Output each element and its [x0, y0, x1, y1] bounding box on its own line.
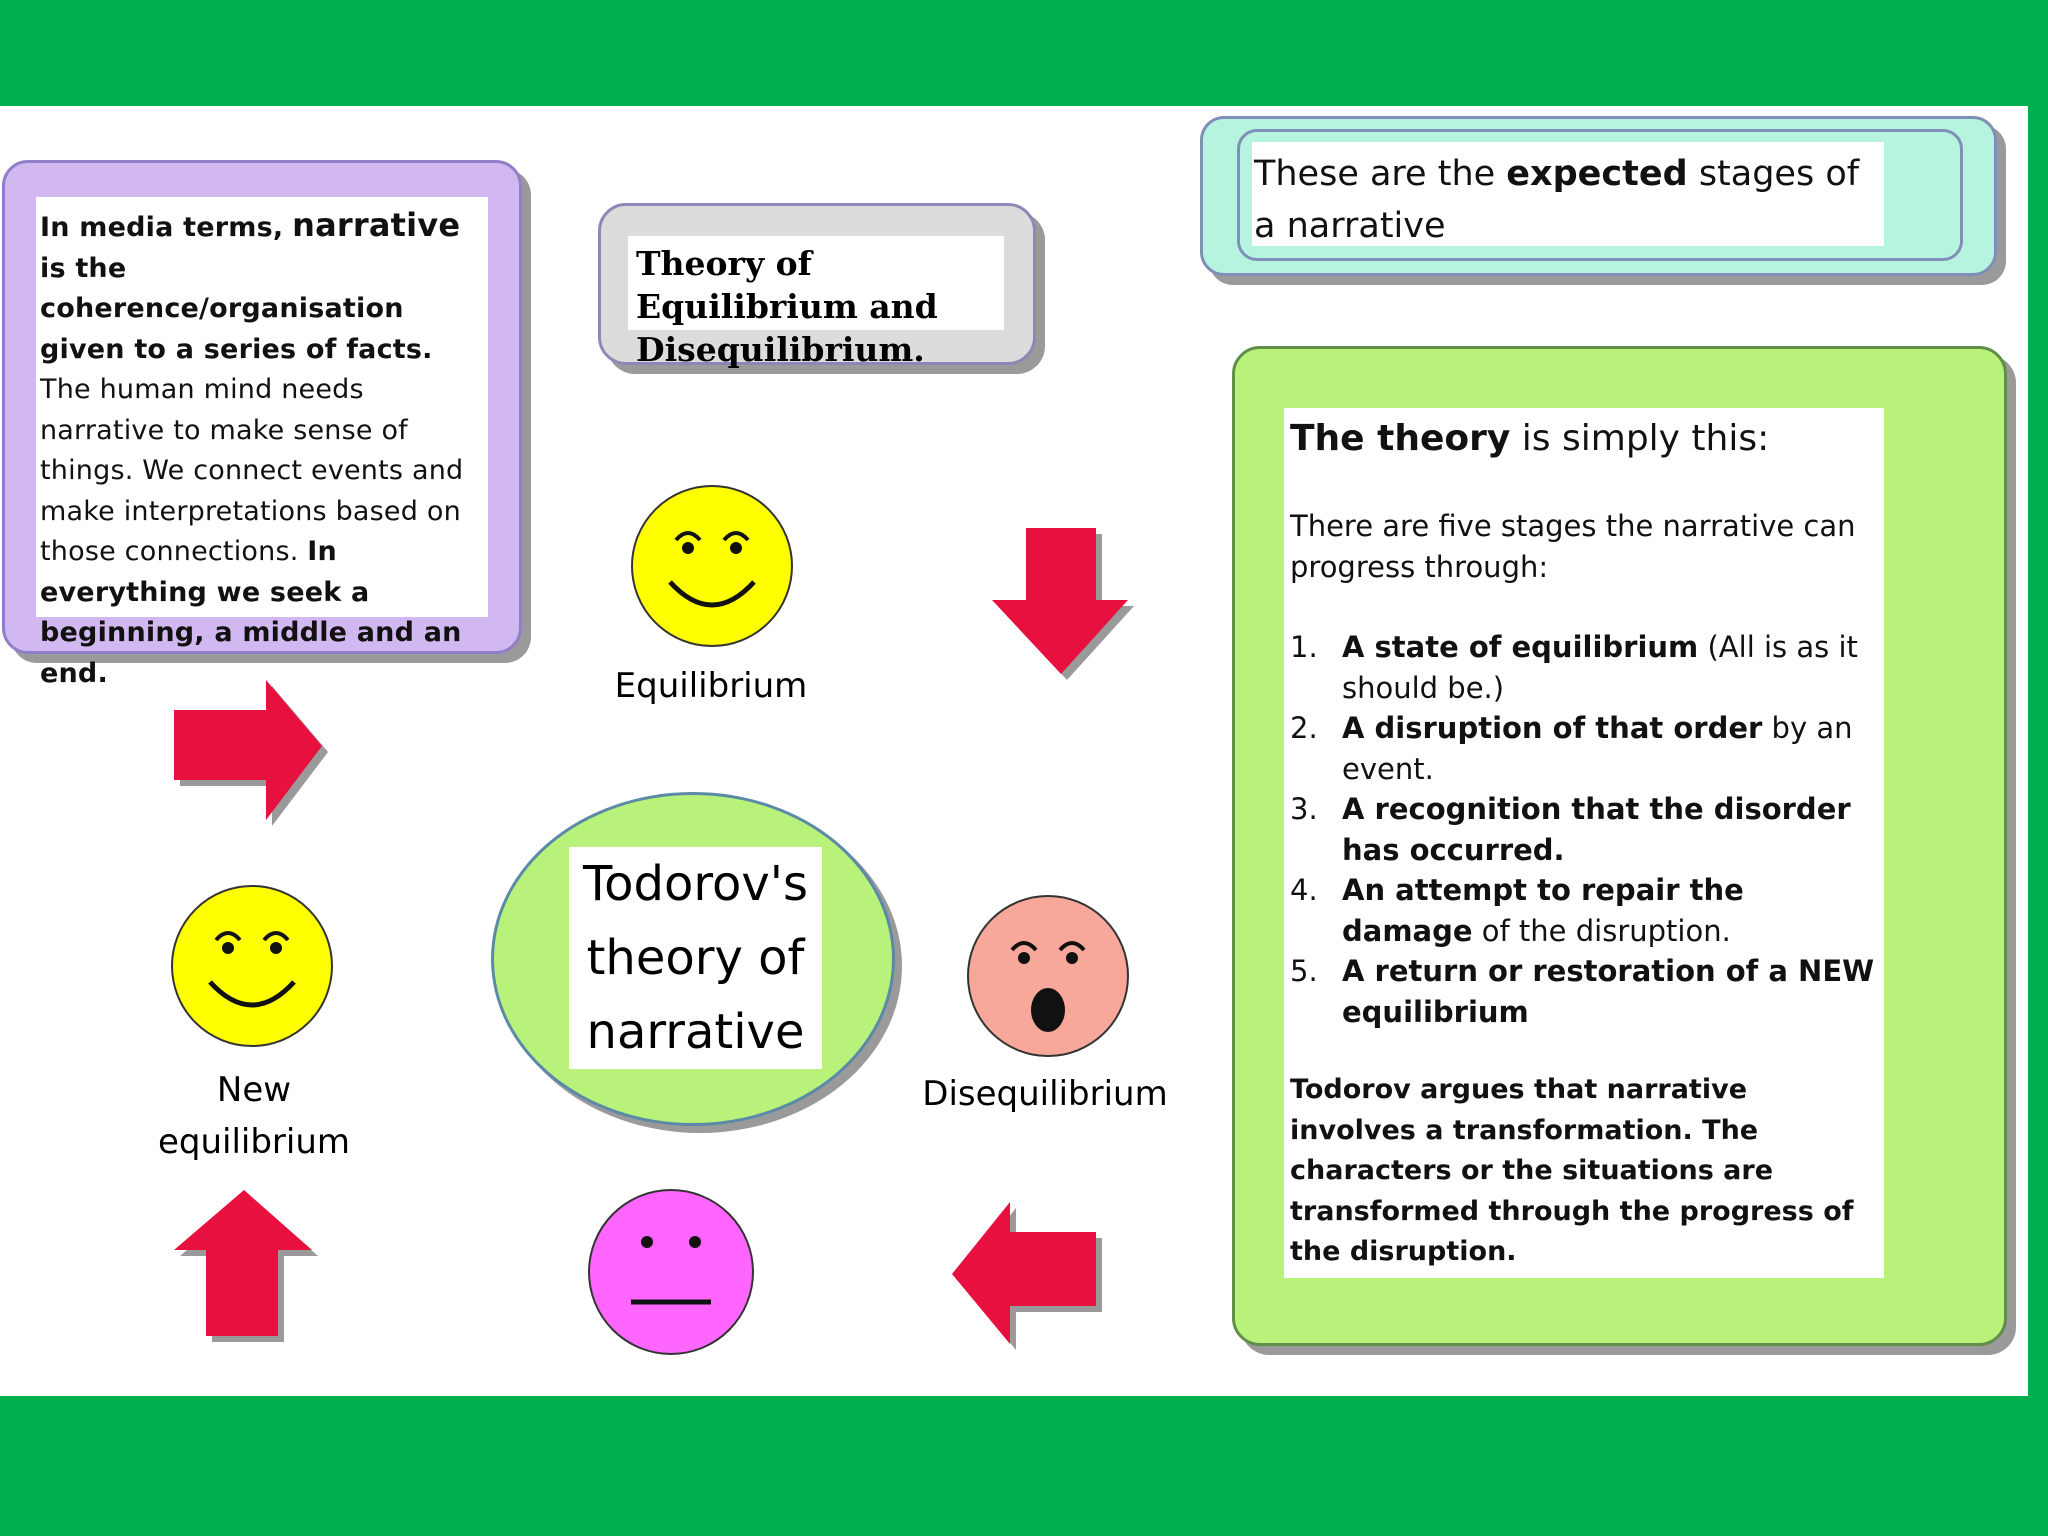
- theory-intro: There are five stages the narrative can …: [1290, 509, 1856, 584]
- expected-pre: These are the: [1254, 154, 1496, 194]
- theory-heading-bold: The theory: [1290, 418, 1511, 459]
- shocked-face-icon: [967, 895, 1129, 1057]
- expected-post: stages of a narrative: [1254, 154, 1860, 246]
- stage-item: 1. A state of equilibrium (All is as it s…: [1290, 627, 1878, 708]
- stage-rest: of the disruption.: [1481, 913, 1731, 948]
- stage-bold: A state of equilibrium: [1342, 630, 1699, 664]
- stage-bold: A recognition that the disorder has occu…: [1342, 792, 1851, 867]
- theory-explanation-box: The theory is simply this: There are fiv…: [1232, 346, 2007, 1346]
- stages-list: 1. A state of equilibrium (All is as it s…: [1290, 627, 1878, 1032]
- todorov-argument: Todorov argues that narrative involves a…: [1290, 1074, 1854, 1267]
- narrative-definition-box: In media terms, narrative is the coheren…: [2, 160, 522, 689]
- expected-stages-box: These are the expected stages of a narra…: [1200, 116, 1997, 276]
- happy-face-icon: [631, 485, 793, 647]
- definition-lead: In media terms,: [40, 212, 284, 243]
- center-title: Todorov's theory of narrative: [569, 847, 822, 1069]
- stage-bold: An attempt to repair the damage: [1342, 873, 1744, 948]
- new-equilibrium-label: New equilibrium: [157, 1070, 351, 1162]
- definition-body: is the coherence/organisation given to a…: [40, 252, 433, 365]
- stage-item: 4. An attempt to repair the damage of the…: [1290, 870, 1878, 951]
- arrow-up-icon: [174, 1190, 318, 1342]
- stage-rest: (All is as it should be.): [1342, 630, 1858, 705]
- disequilibrium-label: Disequilibrium: [922, 1074, 1168, 1114]
- narrative-definition-text: In media terms, narrative is the coheren…: [36, 197, 488, 689]
- theory-title-box: Theory of Equilibrium and Disequilibrium…: [598, 203, 1036, 369]
- stage-bold: A return or restoration of a NEW equilib…: [1342, 954, 1875, 1029]
- stage-item: 3. A recognition that the disorder has oc…: [1290, 789, 1878, 870]
- stage-number: 3.: [1290, 792, 1318, 826]
- theory-explanation-text: The theory is simply this: There are fiv…: [1284, 408, 1884, 1278]
- expected-stages-frame: These are the expected stages of a narra…: [1237, 129, 1963, 261]
- equilibrium-label: Equilibrium: [614, 666, 808, 706]
- narrative-keyword: narrative: [292, 206, 461, 244]
- arrow-down-icon: [992, 528, 1134, 680]
- arrow-right-icon: [174, 680, 328, 826]
- stage-number: 5.: [1290, 954, 1318, 988]
- definition-conclusion: In everything we seek a beginning, a mid…: [40, 536, 462, 689]
- definition-explanation: The human mind needs narrative to make s…: [40, 374, 464, 567]
- stage-number: 4.: [1290, 873, 1318, 907]
- new-equilibrium-face-icon: [171, 885, 333, 1047]
- expected-stages-text: These are the expected stages of a narra…: [1252, 142, 1884, 246]
- slide: In media terms, narrative is the coheren…: [0, 106, 2028, 1396]
- stage-number: 1.: [1290, 630, 1318, 664]
- neutral-face-icon: [588, 1189, 754, 1355]
- stage-rest: by an event.: [1342, 711, 1853, 786]
- center-title-oval: Todorov's theory of narrative: [491, 792, 895, 1126]
- stage-item: 2. A disruption of that order by an event…: [1290, 708, 1878, 789]
- theory-heading: The theory is simply this:: [1290, 414, 1878, 464]
- theory-heading-rest: is simply this:: [1521, 418, 1770, 459]
- stage-number: 2.: [1290, 711, 1318, 745]
- stage-item: 5. A return or restoration of a NEW equil…: [1290, 951, 1878, 1032]
- expected-bold: expected: [1506, 154, 1688, 194]
- theory-title: Theory of Equilibrium and Disequilibrium…: [628, 236, 1004, 369]
- stage-bold: A disruption of that order: [1342, 711, 1763, 745]
- arrow-left-icon: [952, 1202, 1102, 1350]
